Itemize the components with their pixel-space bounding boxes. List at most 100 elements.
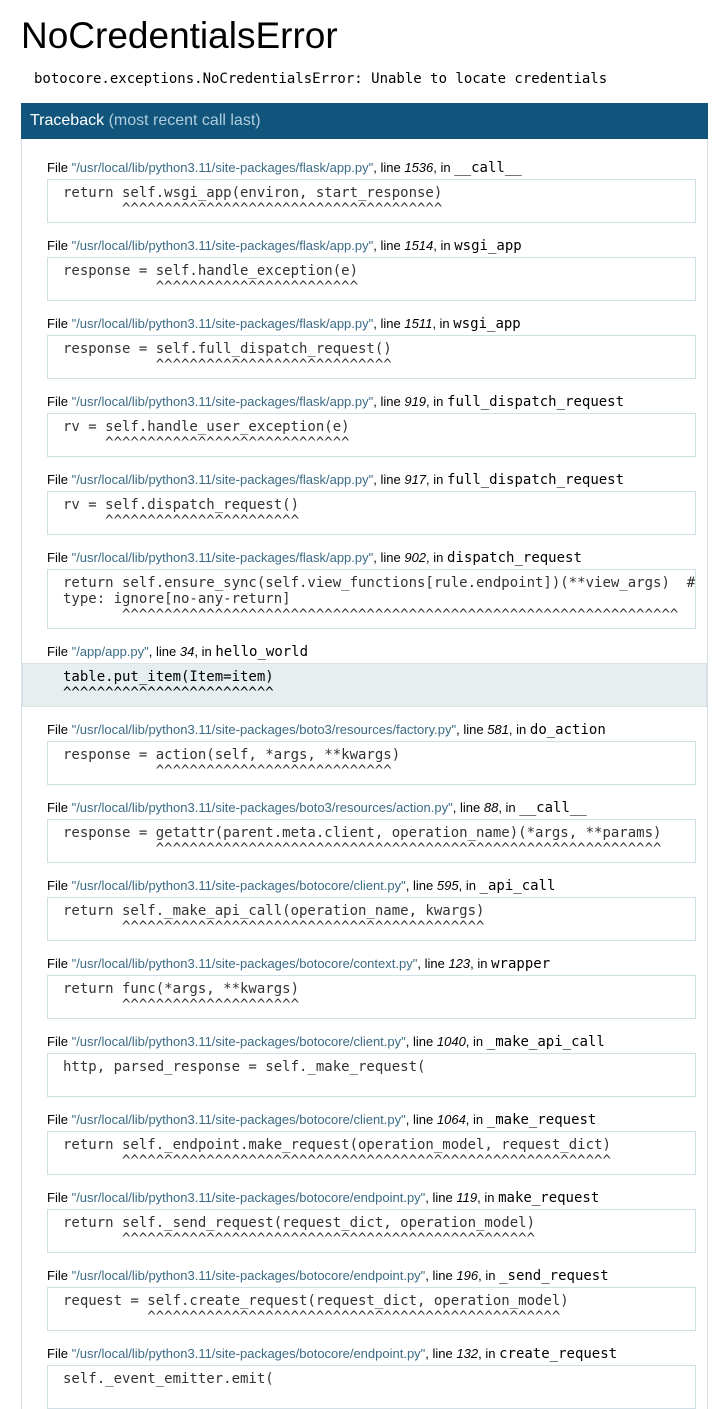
frame-lineno: 1064 [436, 1112, 466, 1127]
frame-source-code[interactable]: response = getattr(parent.meta.client, o… [47, 819, 696, 863]
source-line: return self._endpoint.make_request(opera… [63, 1137, 611, 1153]
frame-line-word: line [432, 1190, 453, 1205]
frame-filename[interactable]: "/usr/local/lib/python3.11/site-packages… [71, 316, 374, 331]
frame-function: _send_request [499, 1268, 609, 1284]
frame-lineno: 902 [404, 550, 427, 565]
source-line: response = self.handle_exception(e) [63, 263, 359, 279]
traceback-frame: File "/usr/local/lib/python3.11/site-pac… [47, 1267, 696, 1331]
error-caret-marker: ^^^^^^^^^^^^^^^^^^^^^^^^^^^^^^^^^^^^^^^^… [63, 841, 662, 857]
frame-filename[interactable]: "/usr/local/lib/python3.11/site-packages… [71, 550, 374, 565]
frame-in-word: in [433, 472, 444, 487]
error-caret-marker: ^^^^^^^^^^^^^^^^^^^^^^^^^^^^^^^^^^^^^^^^… [63, 1309, 561, 1325]
frame-filename[interactable]: "/usr/local/lib/python3.11/site-packages… [71, 160, 374, 175]
traceback-frame: File "/usr/local/lib/python3.11/site-pac… [47, 159, 696, 223]
frame-source-code[interactable]: http, parsed_response = self._make_reque… [47, 1053, 696, 1097]
frame-source-code[interactable]: return self.wsgi_app(environ, start_resp… [47, 179, 696, 223]
frame-line-word: line [380, 472, 401, 487]
frame-filename[interactable]: "/usr/local/lib/python3.11/site-packages… [71, 956, 418, 971]
frame-source-code[interactable]: self._event_emitter.emit( [47, 1365, 696, 1409]
frame-filename[interactable]: "/usr/local/lib/python3.11/site-packages… [71, 1268, 426, 1283]
frame-filename[interactable]: "/usr/local/lib/python3.11/site-packages… [71, 878, 406, 893]
error-caret-marker: ^^^^^^^^^^^^^^^^^^^^^^^^^^^^ [63, 357, 392, 373]
frame-location: File "/usr/local/lib/python3.11/site-pac… [47, 1346, 618, 1362]
source-line: http, parsed_response = self._make_reque… [63, 1059, 426, 1075]
frame-function: __call__ [519, 800, 587, 816]
source-line: return self.wsgi_app(environ, start_resp… [63, 185, 443, 201]
error-caret-marker: ^^^^^^^^^^^^^^^^^^^^^ [63, 997, 300, 1013]
frame-location: File "/usr/local/lib/python3.11/site-pac… [47, 394, 625, 410]
frame-in-word: in [440, 238, 451, 253]
frame-source-code[interactable]: response = action(self, *args, **kwargs)… [47, 741, 696, 785]
frame-file-prefix: File [47, 956, 68, 971]
traceback-label: Traceback [30, 112, 105, 129]
traceback-frame: File "/usr/local/lib/python3.11/site-pac… [47, 1345, 696, 1409]
frame-function: wsgi_app [453, 316, 521, 332]
frame-function: hello_world [215, 644, 309, 660]
error-caret-marker: ^^^^^^^^^^^^^^^^^^^^^^^^^ [63, 685, 274, 701]
frame-function: wrapper [491, 956, 551, 972]
frame-line-word: line [413, 1112, 434, 1127]
error-caret-marker: ^^^^^^^^^^^^^^^^^^^^^^^^^^^^^ [63, 435, 350, 451]
frame-source-code[interactable]: return self._endpoint.make_request(opera… [47, 1131, 696, 1175]
frame-source-code[interactable]: response = self.handle_exception(e) ^^^^… [47, 257, 696, 301]
frame-filename[interactable]: "/usr/local/lib/python3.11/site-packages… [71, 1346, 426, 1361]
error-caret-marker: ^^^^^^^^^^^^^^^^^^^^^^^^^^^^^^^^^^^^^^^^… [63, 607, 679, 623]
traceback-frame: File "/usr/local/lib/python3.11/site-pac… [47, 877, 696, 941]
frame-filename[interactable]: "/usr/local/lib/python3.11/site-packages… [71, 1112, 406, 1127]
frame-location: File "/usr/local/lib/python3.11/site-pac… [47, 238, 522, 254]
frame-source-code[interactable]: return self._make_api_call(operation_nam… [47, 897, 696, 941]
frame-in-word: in [473, 1034, 484, 1049]
frame-lineno: 88 [483, 800, 499, 815]
frame-source-code[interactable]: rv = self.dispatch_request() ^^^^^^^^^^^… [47, 491, 696, 535]
traceback-frame: File "/usr/local/lib/python3.11/site-pac… [47, 393, 696, 457]
frame-source-code[interactable]: return self.ensure_sync(self.view_functi… [47, 569, 696, 629]
frame-file-prefix: File [47, 1346, 68, 1361]
traceback-frame: File "/usr/local/lib/python3.11/site-pac… [47, 1111, 696, 1175]
frame-in-word: in [505, 800, 516, 815]
source-line: response = getattr(parent.meta.client, o… [63, 825, 662, 841]
frame-in-word: in [485, 1346, 496, 1361]
traceback-frame: File "/usr/local/lib/python3.11/site-pac… [47, 799, 696, 863]
frame-function: do_action [529, 722, 606, 738]
frame-file-prefix: File [47, 394, 68, 409]
frame-source-code[interactable]: table.put_item(Item=item)^^^^^^^^^^^^^^^… [22, 663, 707, 707]
frame-filename[interactable]: "/usr/local/lib/python3.11/site-packages… [71, 800, 453, 815]
frame-lineno: 196 [456, 1268, 479, 1283]
error-caret-marker: ^^^^^^^^^^^^^^^^^^^^^^^ [63, 513, 300, 529]
frame-file-prefix: File [47, 1190, 68, 1205]
source-line: response = action(self, *args, **kwargs) [63, 747, 401, 763]
frame-line-word: line [380, 160, 401, 175]
source-line: request = self.create_request(request_di… [63, 1293, 569, 1309]
frame-in-word: in [440, 160, 451, 175]
frame-lineno: 595 [436, 878, 459, 893]
error-caret-marker: ^^^^^^^^^^^^^^^^^^^^^^^^^^^^ [63, 763, 392, 779]
frame-in-word: in [473, 1112, 484, 1127]
frame-source-code[interactable]: return func(*args, **kwargs) ^^^^^^^^^^^… [47, 975, 696, 1019]
frame-source-code[interactable]: return self._send_request(request_dict, … [47, 1209, 696, 1253]
frame-filename[interactable]: "/usr/local/lib/python3.11/site-packages… [71, 1190, 426, 1205]
frame-file-prefix: File [47, 238, 68, 253]
frame-in-word: in [477, 956, 488, 971]
frame-line-word: line [380, 238, 401, 253]
frame-file-prefix: File [47, 722, 68, 737]
frame-line-word: line [463, 722, 484, 737]
source-line: response = self.full_dispatch_request() [63, 341, 392, 357]
error-message: botocore.exceptions.NoCredentialsError: … [34, 71, 608, 87]
traceback-frame: File "/usr/local/lib/python3.11/site-pac… [47, 471, 696, 535]
frame-filename[interactable]: "/usr/local/lib/python3.11/site-packages… [71, 238, 374, 253]
frame-location: File "/usr/local/lib/python3.11/site-pac… [47, 160, 522, 176]
frame-filename[interactable]: "/usr/local/lib/python3.11/site-packages… [71, 472, 374, 487]
error-caret-marker: ^^^^^^^^^^^^^^^^^^^^^^^^^^^^^^^^^^^^^^^^… [63, 1153, 611, 1169]
frame-line-word: line [380, 550, 401, 565]
frame-filename[interactable]: "/usr/local/lib/python3.11/site-packages… [71, 1034, 406, 1049]
frame-source-code[interactable]: response = self.full_dispatch_request() … [47, 335, 696, 379]
frame-source-code[interactable]: rv = self.handle_user_exception(e) ^^^^^… [47, 413, 696, 457]
frame-line-word: line [380, 394, 401, 409]
frame-in-word: in [484, 1190, 495, 1205]
frame-function: create_request [499, 1346, 618, 1362]
frame-filename[interactable]: "/app/app.py" [71, 644, 149, 659]
frame-filename[interactable]: "/usr/local/lib/python3.11/site-packages… [71, 394, 374, 409]
source-line: return self._make_api_call(operation_nam… [63, 903, 485, 919]
frame-filename[interactable]: "/usr/local/lib/python3.11/site-packages… [71, 722, 457, 737]
